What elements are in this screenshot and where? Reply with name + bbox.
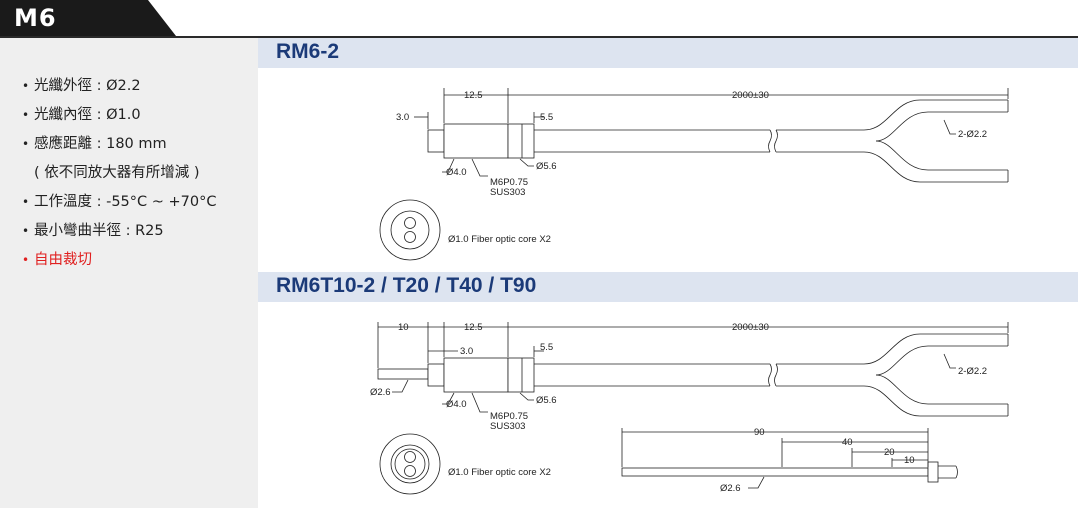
spec-text: 工作溫度 : -55°C ~ +70°C [34,194,217,210]
threaded-body [443,123,509,159]
spec-item: ( 依不同放大器有所增減 ) [22,159,217,188]
material-spec: SUS303 [490,421,525,432]
dim-dia-5-6: Ø5.6 [536,395,557,406]
nose-tip [427,129,445,153]
bullet-icon: • [22,137,30,151]
tip-dia-2-6: Ø2.6 [720,483,741,494]
header-rule [0,36,1078,38]
tip-nose [927,461,939,483]
spec-text: 光纖內徑 : Ø1.0 [34,107,141,123]
spec-text: 感應距離 : 180 mm [34,136,167,152]
drawing-rm6-2: 12.5 2000±30 3.0 5.5 Ø4.0 Ø5.6 M6P0.75 S… [379,88,1009,261]
tip-dim-40: 40 [842,437,853,448]
section-header-rm6t10: RM6T10-2 / T20 / T40 / T90 [258,272,1078,302]
series-tab-label: M6 [14,4,57,32]
spec-item: • 最小彎曲半徑 : R25 [22,217,217,246]
spec-list: • 光纖外徑 : Ø2.2 • 光纖內徑 : Ø1.0 • 感應距離 : 180 mm ( … [22,72,217,275]
spec-text: 自由裁切 [34,252,92,268]
core-spec: Ø1.0 Fiber optic core X2 [448,467,551,478]
spec-text: ( 依不同放大器有所增減 ) [34,165,200,181]
dim-12-5: 12.5 [464,90,483,101]
bullet-icon: • [22,224,30,238]
sleeve-tube [377,368,429,380]
fiber-spec: 2-Ø2.2 [958,129,987,140]
bullet-icon: • [22,79,30,93]
nut [507,123,535,159]
section-title-rm6-2: RM6-2 [276,40,340,63]
nut [507,357,535,393]
section-title-rm6t10: RM6T10-2 / T20 / T40 / T90 [276,274,537,297]
dim-12-5: 12.5 [464,322,483,333]
tip-dim-20: 20 [884,447,895,458]
dim-dia-4-0: Ø4.0 [446,167,467,178]
dim-2000: 2000±30 [732,90,769,101]
material-spec: SUS303 [490,187,525,198]
tab-shape [0,0,176,36]
dim-5-5: 5.5 [540,342,553,353]
thread-spec: M6P0.75 [490,177,528,188]
bullet-icon: • [22,108,30,122]
spec-text: 最小彎曲半徑 : R25 [34,223,164,239]
spec-item: • 自由裁切 [22,246,217,275]
dim-10: 10 [398,322,409,333]
spec-item: • 感應距離 : 180 mm [22,130,217,159]
bullet-icon: • [22,253,30,267]
spec-item: • 光纖內徑 : Ø1.0 [22,101,217,130]
spec-sidebar: • 光纖外徑 : Ø2.2 • 光纖內徑 : Ø1.0 • 感應距離 : 180 mm ( … [0,38,258,508]
spec-text: 光纖外徑 : Ø2.2 [34,78,141,94]
spec-item: • 工作溫度 : -55°C ~ +70°C [22,188,217,217]
spec-item: • 光纖外徑 : Ø2.2 [22,72,217,101]
tip-dim-90: 90 [754,427,765,438]
fiber-spec: 2-Ø2.2 [958,366,987,377]
series-tab: M6 [0,0,180,36]
dim-2000: 2000±30 [732,322,769,333]
tip-tube [621,467,929,477]
thread-spec: M6P0.75 [490,411,528,422]
dim-dia-4-0: Ø4.0 [446,399,467,410]
section-header-rm6-2: RM6-2 [258,38,1078,68]
threaded-body [443,357,509,393]
bullet-icon: • [22,195,30,209]
dim-5-5: 5.5 [540,112,553,123]
nose-tip [427,363,445,387]
drawing-rm6t10: 10 12.5 2000±30 3.0 5.5 Ø2.6 Ø4.0 Ø5.6 M… [370,322,1009,495]
core-spec: Ø1.0 Fiber optic core X2 [448,234,551,245]
dim-3-0: 3.0 [460,346,473,357]
dim-dia-5-6: Ø5.6 [536,161,557,172]
tip-dim-10: 10 [904,455,915,466]
dim-dia-2-6: Ø2.6 [370,387,391,398]
dim-3-0: 3.0 [396,112,409,123]
